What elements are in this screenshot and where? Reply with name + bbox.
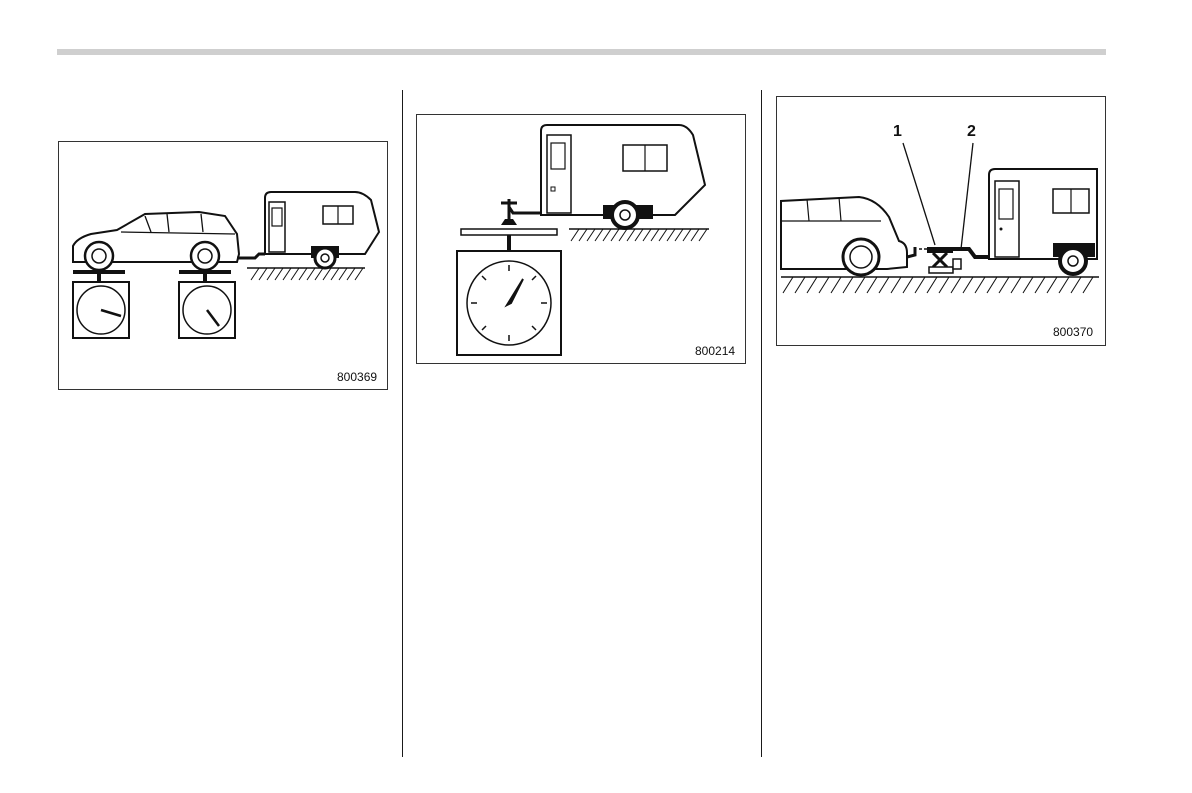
callout-2: 2	[967, 123, 976, 141]
figure-code: 800369	[337, 370, 377, 384]
column-divider-right	[761, 90, 762, 757]
vehicle-trailer-scales-illustration	[59, 142, 389, 391]
hitch-jack-illustration	[777, 97, 1107, 347]
header-rule	[57, 49, 1106, 55]
tongue-scale-illustration	[417, 115, 747, 365]
figure-code: 800214	[695, 344, 735, 358]
callout-1: 1	[893, 123, 902, 141]
figure-code: 800370	[1053, 325, 1093, 339]
figure-vehicle-weight-scales: 800369	[58, 141, 388, 390]
column-divider-left	[402, 90, 403, 757]
figure-tongue-weight-scale: 800214	[416, 114, 746, 364]
figure-hitch-jack: 1 2 800370	[776, 96, 1106, 346]
